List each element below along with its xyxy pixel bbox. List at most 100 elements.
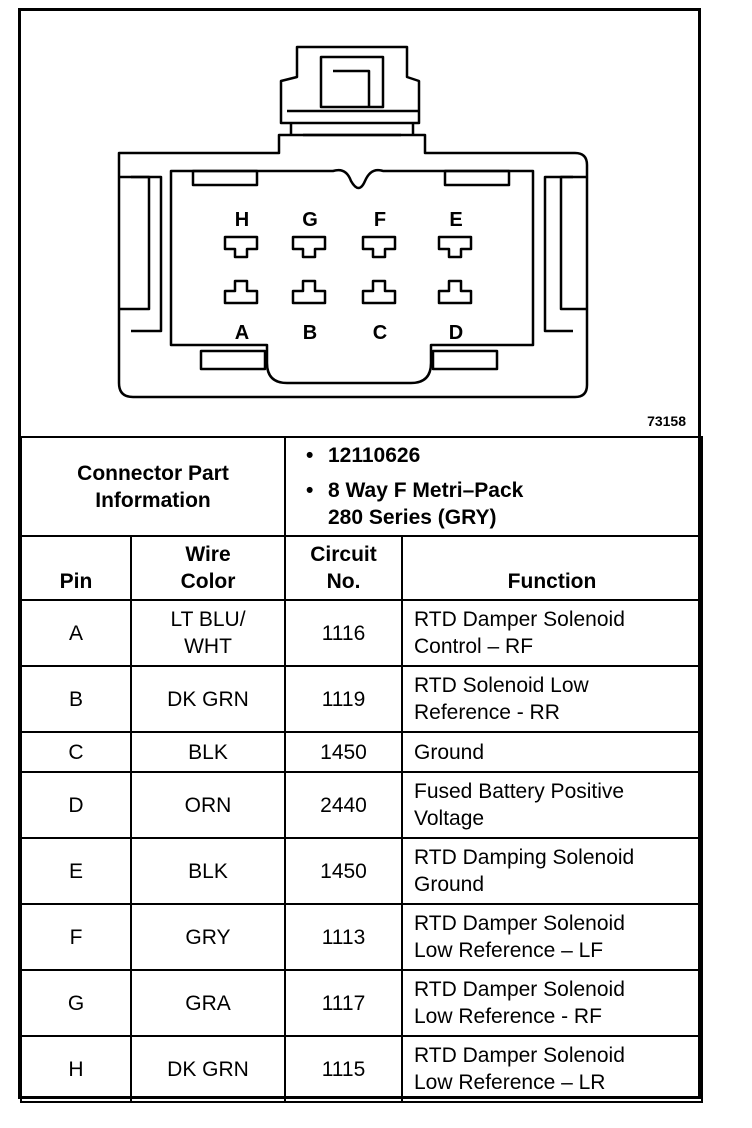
pin-cell: A — [20, 599, 132, 667]
lock-tab-slot — [333, 69, 371, 107]
wire-color-cell: BLK — [130, 837, 286, 905]
housing-outer — [117, 133, 589, 399]
latch-top-left — [191, 169, 259, 187]
terminal-a — [223, 279, 259, 305]
pin-label-c: C — [372, 322, 388, 344]
lock-tab-outline — [279, 45, 421, 125]
function-line2: Control – RF — [414, 635, 534, 658]
pin-label-e: E — [449, 209, 463, 231]
table-header-row: Pin Wire Color Circuit No. Function — [20, 535, 703, 601]
pin-cell: B — [20, 665, 132, 733]
function-cell: RTD Damping Solenoid Ground — [401, 837, 703, 905]
circuit-cell: 1113 — [284, 903, 403, 971]
pin-label-f: F — [373, 209, 387, 231]
wire-color-line2: WHT — [184, 635, 232, 658]
wire-color-cell: DK GRN — [130, 1035, 286, 1103]
circuit-cell: 1119 — [284, 665, 403, 733]
function-line2: Reference - RR — [414, 701, 560, 724]
housing-right-notch — [559, 175, 587, 311]
pin-cell: E — [20, 837, 132, 905]
terminal-b — [291, 279, 327, 305]
table-row: A LT BLU/ WHT 1116 RTD Damper Solenoid C… — [20, 599, 703, 667]
connector-desc-line2: 280 Series (GRY) — [328, 506, 497, 529]
function-cell: RTD Damper Solenoid Low Reference - RF — [401, 969, 703, 1037]
housing-right-rail — [543, 175, 573, 333]
table-row: D ORN 2440 Fused Battery Positive Voltag… — [20, 771, 703, 839]
circuit-cell: 2440 — [284, 771, 403, 839]
pin-cell: F — [20, 903, 132, 971]
header-wire-line2: Color — [180, 570, 236, 593]
function-line1: RTD Damper Solenoid — [414, 608, 625, 631]
lock-tab-base — [287, 109, 419, 137]
latch-bottom-right — [431, 349, 499, 371]
function-line2: Ground — [414, 873, 485, 896]
function-cell: Ground — [401, 731, 703, 773]
wire-color-cell: ORN — [130, 771, 286, 839]
connector-info-values: 12110626 8 Way F Metri–Pack 280 Series (… — [284, 436, 703, 537]
housing-cavity — [169, 168, 535, 385]
terminal-d — [437, 279, 473, 305]
pin-cell: C — [20, 731, 132, 773]
table-row: C BLK 1450 Ground — [20, 731, 703, 773]
table-row: F GRY 1113 RTD Damper Solenoid Low Refer… — [20, 903, 703, 971]
latch-bottom-left — [199, 349, 267, 371]
wire-color-cell: LT BLU/ WHT — [130, 599, 286, 667]
terminal-e — [437, 235, 473, 259]
table-row: G GRA 1117 RTD Damper Solenoid Low Refer… — [20, 969, 703, 1037]
function-line2: Low Reference – LF — [414, 939, 604, 962]
header-wire-color: Wire Color — [130, 535, 286, 601]
terminals-bottom-row — [223, 279, 473, 305]
pin-cell: D — [20, 771, 132, 839]
function-cell: RTD Damper Solenoid Low Reference – LR — [401, 1035, 703, 1103]
terminal-g — [291, 235, 327, 259]
header-wire-line1: Wire — [185, 543, 231, 566]
header-function: Function — [401, 535, 703, 601]
table-row: E BLK 1450 RTD Damping Solenoid Ground — [20, 837, 703, 905]
pin-label-a: A — [234, 322, 250, 344]
function-line1: RTD Damping Solenoid — [414, 846, 635, 869]
header-circuit-no: Circuit No. — [284, 535, 403, 601]
connector-diagram: H G F E A B C D 73158 — [21, 11, 698, 438]
pin-label-h: H — [234, 209, 250, 231]
wire-color-line1: LT BLU/ — [170, 608, 246, 631]
circuit-cell: 1116 — [284, 599, 403, 667]
terminals-top-row — [223, 235, 473, 259]
function-cell: RTD Damper Solenoid Low Reference – LF — [401, 903, 703, 971]
circuit-cell: 1450 — [284, 837, 403, 905]
function-line2: Voltage — [414, 807, 485, 830]
header-pin: Pin — [20, 535, 132, 601]
latch-top-right — [443, 169, 511, 187]
housing-left-rail — [131, 175, 163, 333]
wire-color-cell: GRY — [130, 903, 286, 971]
function-line2: Low Reference – LR — [414, 1071, 606, 1094]
pin-label-d: D — [448, 322, 464, 344]
connector-info-label: Connector Part Information — [20, 436, 286, 537]
function-cell: RTD Damper Solenoid Control – RF — [401, 599, 703, 667]
pin-label-g: G — [302, 209, 318, 231]
function-cell: RTD Solenoid Low Reference - RR — [401, 665, 703, 733]
terminal-f — [361, 235, 397, 259]
function-line1: RTD Damper Solenoid — [414, 978, 625, 1001]
pin-cell: H — [20, 1035, 132, 1103]
connector-info-label-line1: Connector Part — [77, 461, 229, 485]
connector-sheet: H G F E A B C D 73158 Connector Part Inf… — [18, 8, 703, 1103]
function-cell: Fused Battery Positive Voltage — [401, 771, 703, 839]
connector-table: Connector Part Information 12110626 8 Wa… — [20, 436, 703, 1103]
connector-info-label-line2: Information — [95, 488, 211, 512]
function-line1: RTD Damper Solenoid — [414, 1044, 625, 1067]
pin-label-b: B — [302, 322, 318, 344]
pin-cell: G — [20, 969, 132, 1037]
wire-color-cell: BLK — [130, 731, 286, 773]
connector-desc-line1: 8 Way F Metri–Pack — [306, 477, 701, 504]
circuit-cell: 1117 — [284, 969, 403, 1037]
connector-info-row: Connector Part Information 12110626 8 Wa… — [20, 436, 703, 537]
part-number: 12110626 — [306, 442, 701, 469]
connector-drawing — [117, 45, 589, 399]
function-line1: Ground — [414, 740, 485, 764]
terminal-h — [223, 235, 259, 259]
function-line1: RTD Damper Solenoid — [414, 912, 625, 935]
table-row: B DK GRN 1119 RTD Solenoid Low Reference… — [20, 665, 703, 733]
figure-number: 73158 — [647, 413, 686, 429]
terminal-c — [361, 279, 397, 305]
table-row: H DK GRN 1115 RTD Damper Solenoid Low Re… — [20, 1035, 703, 1103]
